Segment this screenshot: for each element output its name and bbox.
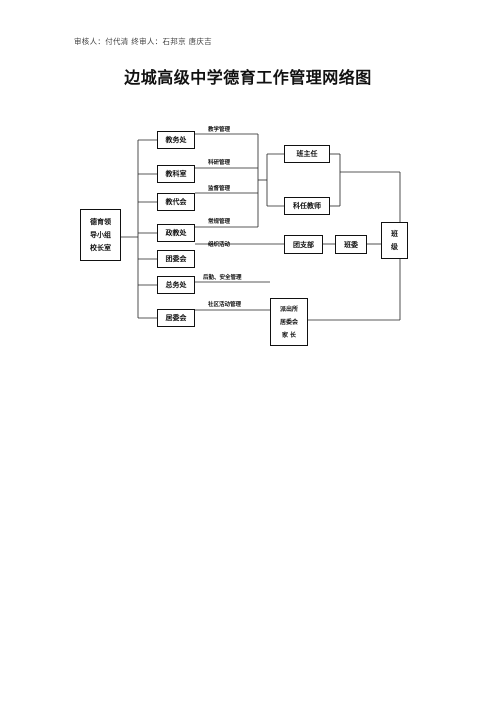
page-title: 边城高级中学德育工作管理网络图 <box>124 68 372 87</box>
community-line-1: 派出所 <box>279 305 298 313</box>
label-logistics: 后勤、安全管理 <box>203 275 242 281</box>
zongwu-box: 总务处 <box>157 276 195 294</box>
banji-line-2: 级 <box>391 242 398 251</box>
label-routine: 常规管理 <box>208 219 231 225</box>
community-box: 派出所 居委会 家 长 <box>270 298 308 346</box>
leader-line-2: 导小组 <box>90 230 111 239</box>
community-line-3: 家 长 <box>281 331 297 339</box>
banji-box: 班 级 <box>381 222 408 259</box>
tuanwei-box: 团委会 <box>157 250 195 268</box>
juwei-box: 居委会 <box>157 309 195 327</box>
reviewers-line: 审核人：付代清 终审人：石邦京 唐庆吉 <box>74 37 212 46</box>
leader-line-1: 德育领 <box>90 217 111 226</box>
keren-box: 科任教师 <box>284 197 330 215</box>
label-activity: 组织活动 <box>208 242 231 248</box>
label-teaching: 教学管理 <box>208 127 231 133</box>
tuanzhibu-box: 团支部 <box>284 235 323 254</box>
leader-group-box: 德育领 导小组 校长室 <box>80 209 121 261</box>
zhengjiao-box: 政教处 <box>157 224 195 242</box>
jiaowu-box: 教务处 <box>157 131 195 149</box>
label-supervision: 监督管理 <box>208 186 231 192</box>
jiaoke-box: 教科室 <box>157 165 195 183</box>
label-community: 社区活动管理 <box>208 302 242 308</box>
jiaodai-box: 教代会 <box>157 193 195 211</box>
label-research: 科研管理 <box>208 160 231 166</box>
community-line-2: 居委会 <box>279 318 298 326</box>
banwei-box: 班委 <box>335 235 367 254</box>
banzhuren-box: 班主任 <box>284 145 330 163</box>
banji-line-1: 班 <box>391 229 398 238</box>
leader-line-3: 校长室 <box>90 243 111 252</box>
